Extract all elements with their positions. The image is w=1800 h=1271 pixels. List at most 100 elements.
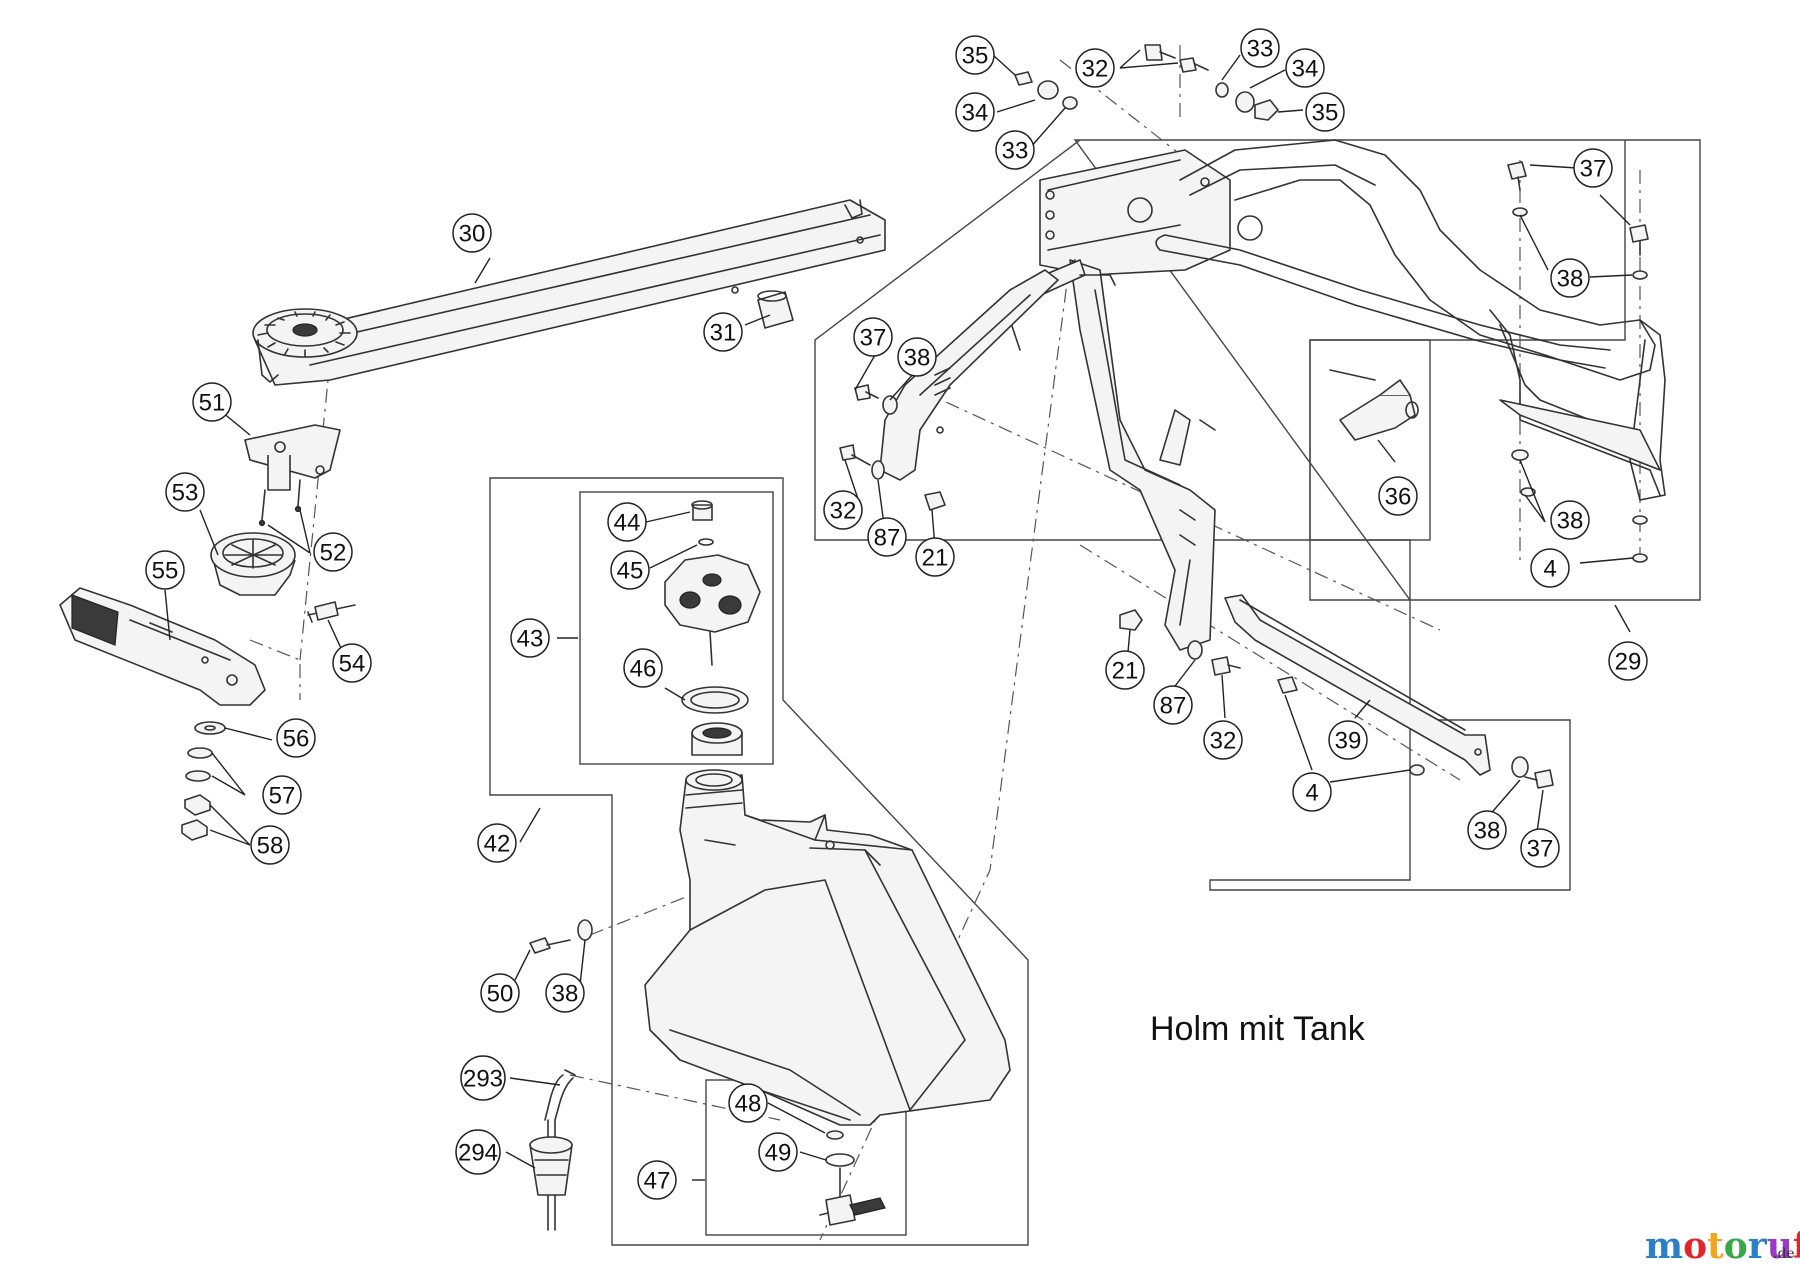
fuel-tap [819, 1167, 886, 1226]
callout-87: 87 [1153, 685, 1193, 725]
svg-text:37: 37 [1527, 836, 1554, 863]
nuts-58 [181, 794, 211, 841]
callout-38: 38 [1550, 500, 1590, 540]
gear-knob-53 [210, 532, 296, 596]
screws-52 [258, 479, 302, 527]
callout-56: 56 [276, 718, 316, 758]
callout-34: 34 [955, 92, 995, 132]
callouts: 35 32 33 34 34 35 33 37 38 30 31 37 38 5… [145, 28, 1648, 1200]
svg-text:35: 35 [1312, 100, 1339, 127]
callout-21: 21 [915, 537, 955, 577]
svg-text:55: 55 [152, 558, 179, 585]
svg-text:54: 54 [339, 651, 366, 678]
callout-37: 37 [853, 317, 893, 357]
svg-text:45: 45 [617, 558, 644, 585]
svg-text:38: 38 [904, 345, 931, 372]
callout-29: 29 [1608, 641, 1648, 681]
quick-release-36 [1329, 369, 1419, 441]
washer-33-right [1215, 82, 1229, 98]
svg-text:44: 44 [614, 510, 641, 537]
washer-34-right [1235, 91, 1255, 113]
svg-text:4: 4 [1543, 556, 1556, 583]
callout-293: 293 [460, 1055, 506, 1101]
svg-text:39: 39 [1335, 728, 1362, 755]
callout-58: 58 [250, 825, 290, 865]
washer-33-left [1062, 96, 1078, 110]
callout-53: 53 [165, 472, 205, 512]
top-fasteners [1014, 44, 1279, 121]
svg-text:43: 43 [517, 626, 544, 653]
plate-51 [244, 424, 341, 491]
svg-text:29: 29 [1615, 649, 1642, 676]
callout-48: 48 [728, 1083, 768, 1123]
svg-text:46: 46 [630, 656, 657, 683]
svg-text:32: 32 [1082, 56, 1109, 83]
svg-text:4: 4 [1305, 780, 1318, 807]
spring-pin-54 [307, 601, 356, 623]
callout-49: 49 [758, 1132, 798, 1172]
callout-38: 38 [545, 973, 585, 1013]
left-bracket-fasteners [839, 384, 946, 511]
svg-text:32: 32 [830, 498, 857, 525]
svg-text:34: 34 [1292, 56, 1319, 83]
svg-text:30: 30 [459, 221, 486, 248]
fuel-filter-294 [529, 1119, 573, 1231]
svg-text:48: 48 [735, 1091, 762, 1118]
callout-43: 43 [510, 618, 550, 658]
svg-text:294: 294 [458, 1140, 498, 1167]
callout-33: 33 [1240, 28, 1280, 68]
lower-fasteners [1119, 609, 1298, 694]
svg-text:58: 58 [257, 833, 284, 860]
svg-text:293: 293 [463, 1066, 503, 1093]
fuel-cap [664, 554, 761, 666]
callout-46: 46 [623, 648, 663, 688]
lever-55 [59, 587, 266, 706]
svg-text:32: 32 [1210, 728, 1237, 755]
callout-52: 52 [313, 532, 353, 572]
svg-text:49: 49 [765, 1140, 792, 1167]
fuel-tank [644, 769, 1011, 1126]
svg-text:42: 42 [484, 831, 511, 858]
brace-bar-39 [1224, 594, 1554, 789]
washer-56 [194, 721, 226, 735]
svg-text:21: 21 [1112, 658, 1139, 685]
washer-48 [826, 1130, 844, 1140]
handle-frame-29 [1009, 139, 1666, 651]
frame-group-42 [489, 477, 1029, 1246]
svg-text:38: 38 [1557, 266, 1584, 293]
callout-38: 38 [1467, 810, 1507, 850]
callout-32: 32 [1203, 720, 1243, 760]
brand-logo: motoruf .de [1645, 1225, 1800, 1267]
callout-34: 34 [1285, 48, 1325, 88]
callout-50: 50 [480, 973, 520, 1013]
callout-51: 51 [192, 382, 232, 422]
leader-lines [164, 49, 1634, 1181]
svg-text:37: 37 [1580, 156, 1607, 183]
vent-cap-44 [691, 500, 713, 521]
callout-31: 31 [703, 312, 743, 352]
callout-35: 35 [1305, 92, 1345, 132]
svg-text:52: 52 [320, 540, 347, 567]
callout-47: 47 [637, 1160, 677, 1200]
bolt-32-a [1144, 44, 1163, 61]
callout-32: 32 [1075, 48, 1115, 88]
svg-text:53: 53 [172, 480, 199, 507]
pin-31 [757, 290, 794, 329]
gasket-46 [681, 686, 749, 714]
svg-text:47: 47 [644, 1168, 671, 1195]
handle-gear-rosette [252, 308, 358, 383]
svg-text:38: 38 [1474, 818, 1501, 845]
callout-35: 35 [955, 35, 995, 75]
washers-57 [185, 747, 213, 782]
seal-45 [698, 538, 714, 546]
callout-294: 294 [455, 1129, 501, 1175]
svg-text:38: 38 [552, 981, 579, 1008]
callout-42: 42 [477, 823, 517, 863]
callout-54: 54 [332, 643, 372, 683]
svg-text:35: 35 [962, 43, 989, 70]
callout-45: 45 [610, 550, 650, 590]
strainer [691, 722, 743, 756]
callout-21: 21 [1105, 650, 1145, 690]
callout-33: 33 [995, 130, 1035, 170]
